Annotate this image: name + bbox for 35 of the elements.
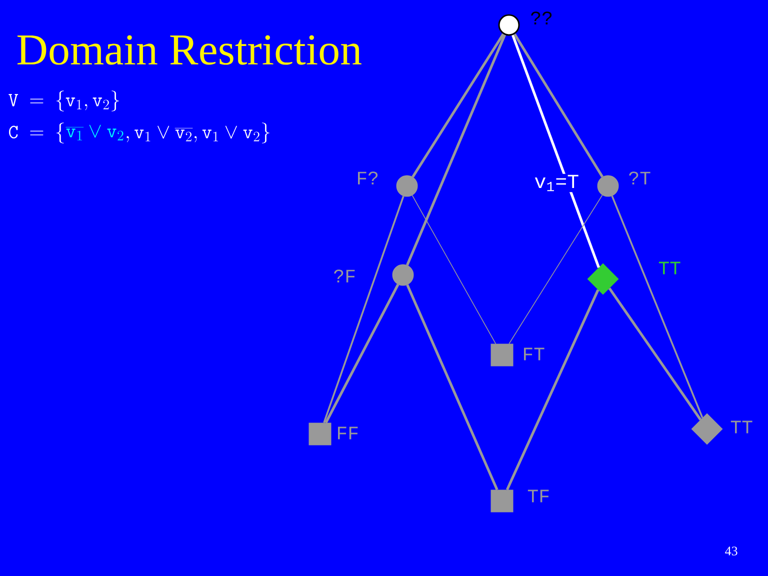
node-label: FT	[524, 348, 544, 360]
circle-node	[396, 175, 418, 197]
connector-line	[412, 194, 496, 344]
node-label: TF	[528, 490, 549, 502]
circle-node	[392, 264, 414, 286]
connector-line	[406, 34, 506, 266]
node-label: ?T	[629, 172, 650, 184]
slide-title: Domain Restriction	[17, 35, 362, 65]
node-label: FF	[338, 426, 358, 440]
connector-line	[412, 33, 504, 178]
square-node	[490, 344, 514, 366]
circle-node	[498, 14, 520, 36]
connector-line	[506, 289, 600, 490]
page-number: 43	[725, 546, 738, 556]
connector-line	[406, 284, 498, 490]
square-node	[490, 490, 514, 512]
circle-node	[597, 175, 619, 197]
connector-line	[608, 288, 702, 420]
connector-line	[512, 34, 600, 268]
node-label: ?F	[334, 270, 355, 282]
connector-line	[324, 284, 400, 424]
node-label: TT	[658, 262, 680, 274]
node-label: F?	[358, 172, 378, 184]
highlighted-constraint: $\overline{\mathtt{v}_1}\vee\mathtt{v}_2$	[66, 124, 124, 140]
constraint-set: $\mathtt{C}\ =\ \{$	[9, 122, 64, 144]
connector-line	[508, 194, 603, 344]
connector-line	[514, 33, 604, 178]
node-label: ??	[531, 12, 552, 24]
connector-line	[323, 196, 404, 424]
edge-label: v$_{1}$=T	[533, 174, 580, 192]
square-node	[308, 422, 332, 446]
connector-line	[611, 196, 704, 418]
variable-set: $\mathtt{V}\ =\ \{\mathtt{v}_1,\mathtt{v}_2\}$	[8, 90, 119, 112]
constraint-set: $,\mathtt{v}_1\vee\overline{\mathtt{v}_2},\mathtt{v}_1\vee\mathtt{v}_2\}$	[126, 122, 270, 144]
node-label: TT	[730, 420, 752, 434]
